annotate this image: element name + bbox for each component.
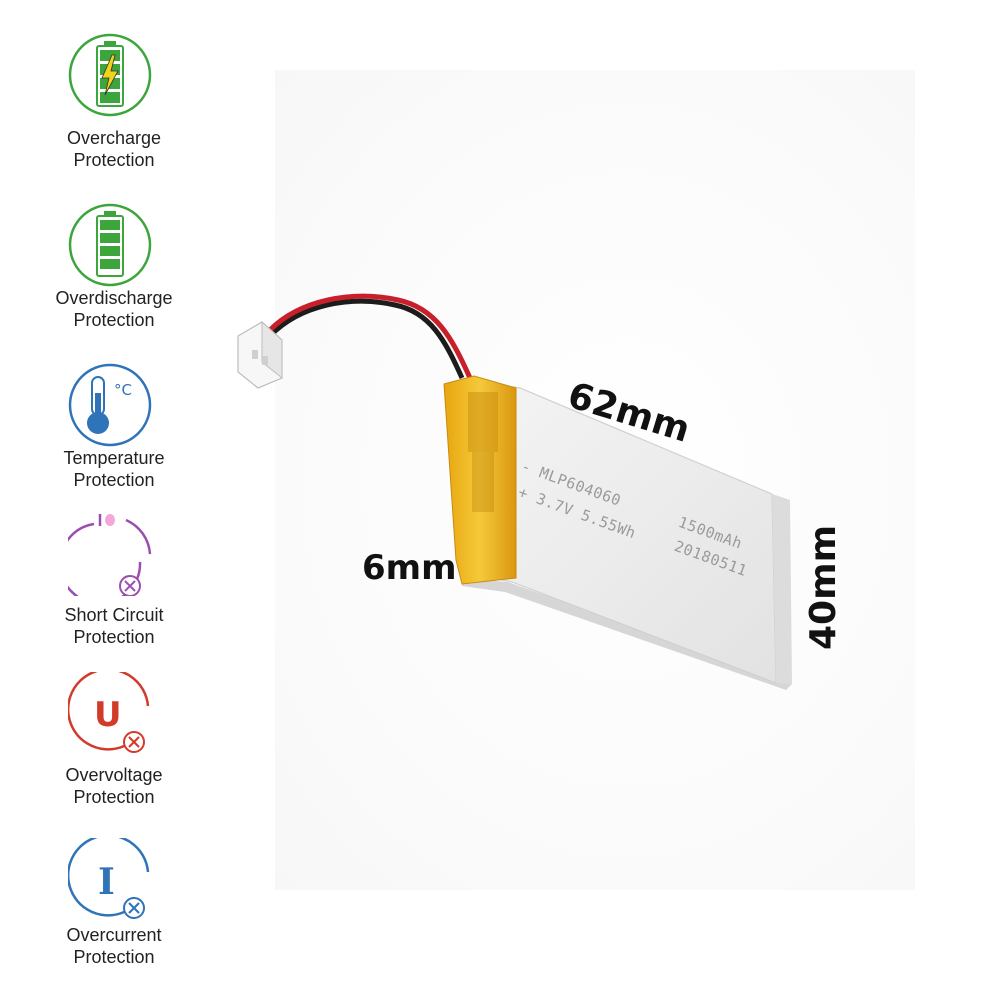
feature-subtitle: Protection: [73, 627, 155, 647]
feature-title: Overdischarge: [55, 288, 173, 308]
voltage-u-icon: U: [68, 672, 150, 753]
thermometer-icon: °C: [68, 363, 152, 447]
dimension-thickness-label: 6mm: [362, 548, 457, 588]
feature-subtitle: Protection: [73, 470, 155, 490]
feature-title: Overcurrent: [66, 925, 162, 945]
protection-feature-list: Overcharge Protection Overdischarge Prot…: [0, 0, 230, 1000]
feature-subtitle: Protection: [73, 310, 155, 330]
feature-subtitle: Protection: [73, 947, 155, 967]
celsius-glyph: °C: [114, 381, 132, 399]
current-i-icon: I: [68, 838, 150, 919]
battery-right-edge: [772, 494, 792, 684]
current-glyph: I: [98, 861, 115, 903]
feature-subtitle: Protection: [73, 787, 155, 807]
feature-label: Overcharge Protection: [0, 127, 228, 171]
feature-title: Temperature: [63, 448, 165, 468]
feature-title: Short Circuit: [64, 605, 164, 625]
dimension-width-label: 40mm: [803, 524, 844, 650]
red-wire: [268, 293, 473, 380]
feature-title: Overvoltage: [65, 765, 163, 785]
battery-edge: [462, 578, 792, 690]
feature-title: Overcharge: [66, 128, 162, 148]
jst-connector: [237, 320, 283, 389]
feature-label: Short Circuit Protection: [0, 604, 228, 648]
feature-subtitle: Protection: [73, 150, 155, 170]
voltage-glyph: U: [94, 695, 122, 735]
black-wire: [268, 298, 465, 380]
feature-label: Temperature Protection: [0, 447, 228, 491]
feature-label: Overdischarge Protection: [0, 287, 228, 331]
battery-bolt-icon: [68, 33, 152, 117]
feature-label: Overvoltage Protection: [0, 764, 228, 808]
feature-label: Overcurrent Protection: [0, 924, 228, 968]
short-circuit-icon: [68, 514, 152, 596]
battery-full-icon: [68, 203, 152, 287]
